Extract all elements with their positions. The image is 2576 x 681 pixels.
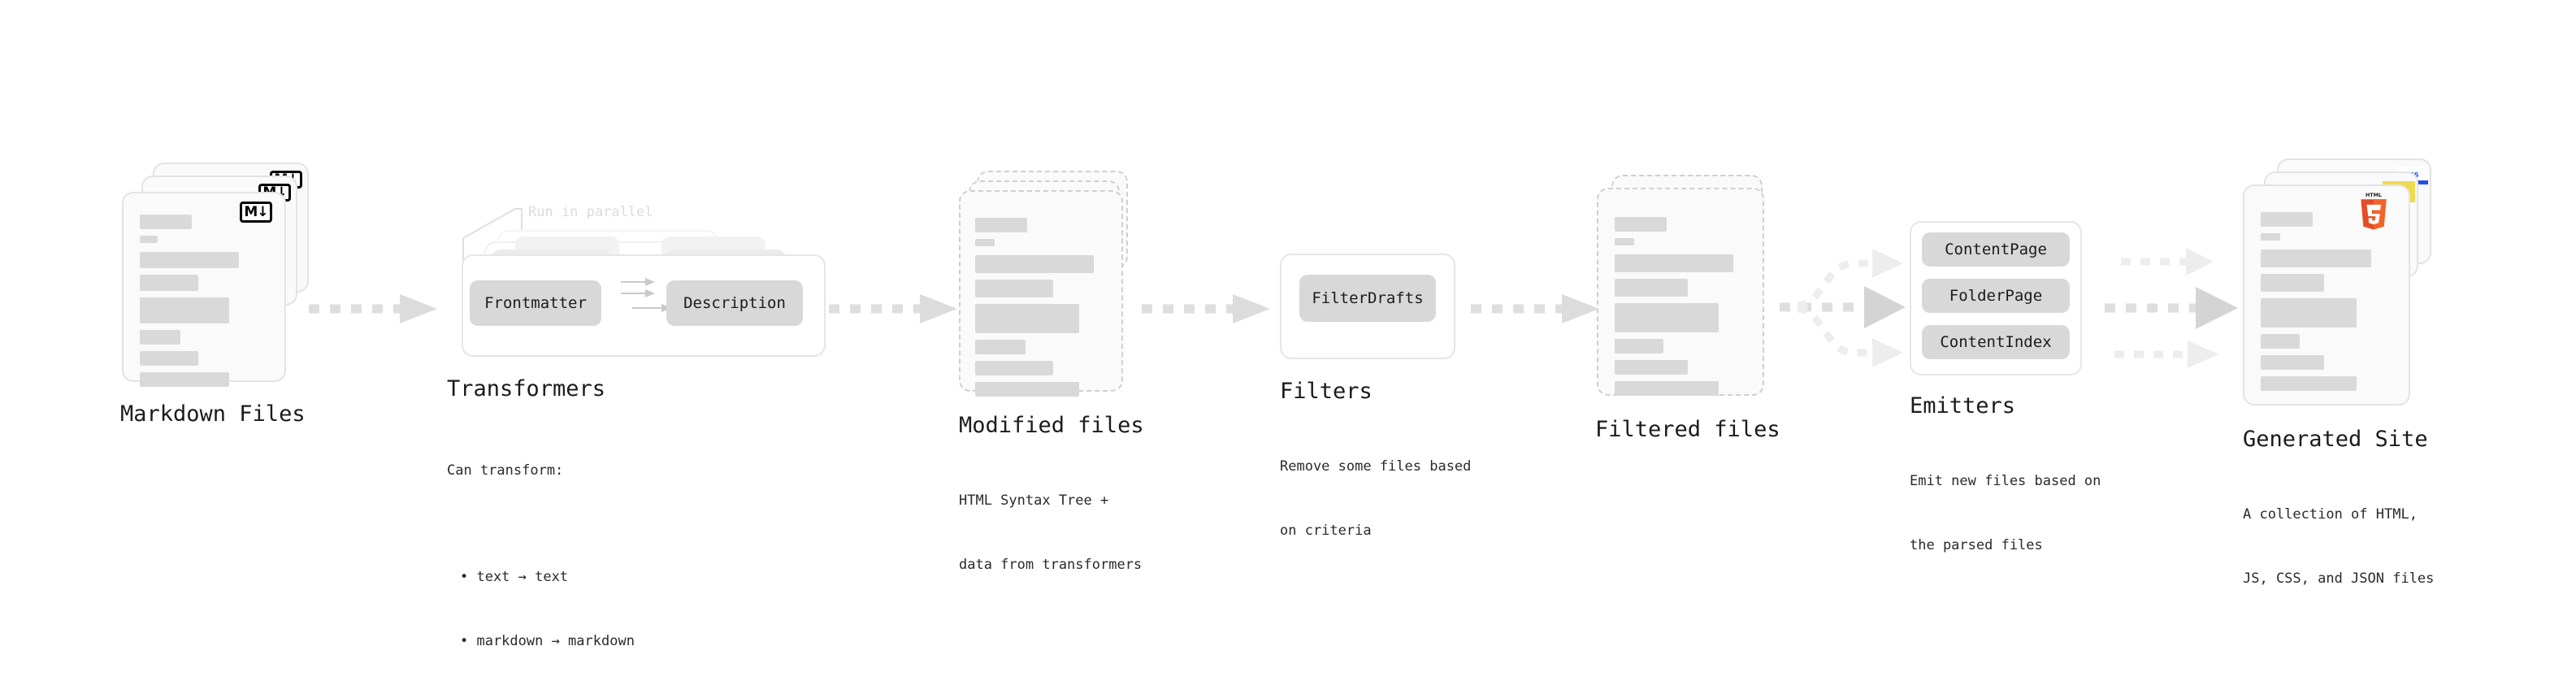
stage-title-filters: Filters [1280,379,1373,404]
skeleton-line [140,351,198,366]
skeleton-line [1615,238,1634,245]
caption-line: the parsed files [1910,536,2043,553]
connector-arrow-3 [1142,294,1270,323]
caption-line: Can transform: [447,462,564,479]
skeleton-line [975,280,1053,297]
card-front [1597,188,1764,396]
skeleton-line [1615,254,1733,272]
caption-line: data from transformers [959,556,1143,573]
skeleton-line [2261,274,2324,292]
skeleton-line [975,218,1027,232]
skeleton-line [2261,376,2357,391]
emitters-caption: Emit new files based on the parsed files [1910,427,2101,599]
caption-line: JS, CSS, and JSON files [2243,570,2435,587]
pill-contentindex-label: ContentIndex [1940,333,2052,351]
skeleton-line [140,330,180,345]
skeleton-line [2261,249,2371,267]
skeleton-line [140,236,158,243]
bullet-item: • markdown → markdown [460,633,635,650]
skeleton-line [1615,360,1688,375]
pill-description[interactable]: Description [666,280,803,326]
stage-title-emitters: Emitters [1910,393,2016,419]
html5-icon: HTML [2361,193,2387,230]
modified-files-caption: HTML Syntax Tree + data from transformer… [959,447,1142,618]
skeleton-line [975,361,1053,375]
bullet-item: • text → text [460,569,569,586]
caption-line: Remove some files based [1280,458,1472,475]
run-in-parallel-label: Run in parallel [528,204,653,220]
markdown-card-stack: M↓ M↓ M↓ [122,163,309,431]
skeleton-line [975,255,1094,273]
pill-frontmatter-label: Frontmatter [484,294,587,312]
pill-contentpage[interactable]: ContentPage [1922,232,2070,267]
pill-folderpage[interactable]: FolderPage [1922,279,2070,313]
skeleton-line [2261,233,2280,241]
skeleton-line [140,215,192,229]
skeleton-line [2261,355,2324,370]
card-front [122,192,286,387]
skeleton-line [2261,212,2313,227]
stage-markdown-files: M↓ M↓ M↓ Markdown Files [120,163,309,431]
transformers-caption: Can transform: • text → text • markdown … [447,417,635,681]
skeleton-line [140,372,229,387]
skeleton-line [140,275,198,291]
skeleton-line [1615,339,1663,354]
markdown-icon: M↓ [240,202,272,223]
pill-contentpage-label: ContentPage [1945,241,2047,258]
card-front [959,190,1123,397]
skeleton-line [975,304,1079,333]
stage-title-transformers: Transformers [447,376,606,401]
caption-line: HTML Syntax Tree + [959,492,1109,509]
filters-caption: Remove some files based on criteria [1280,413,1471,584]
skeleton-line [1615,217,1667,232]
pill-filterdrafts[interactable]: FilterDrafts [1299,275,1436,322]
pill-folderpage-label: FolderPage [1949,287,2043,305]
stage-title-generated-site: Generated Site [2243,427,2428,452]
filtered-card-stack [1597,175,1784,435]
stage-title-markdown-files: Markdown Files [120,401,306,427]
pill-frontmatter[interactable]: Frontmatter [470,280,601,326]
caption-line: on criteria [1280,522,1372,539]
connector-arrow-1 [309,294,437,323]
modified-card-stack [959,171,1146,431]
skeleton-line [2261,298,2357,327]
connector-arrow-4 [1471,294,1599,323]
svg-text:HTML: HTML [2366,193,2382,198]
run-in-parallel-leader [462,208,523,272]
stage-generated-site: CSS HTML Genera [2243,158,2438,587]
stage-title-filtered-files: Filtered files [1595,417,1780,442]
skeleton-line [140,252,239,268]
generated-card-stack: CSS HTML [2243,158,2438,435]
skeleton-line [1615,381,1719,396]
skeleton-line [1615,279,1688,297]
caption-line: A collection of HTML, [2243,505,2418,523]
connector-arrow-5-branching [1780,249,1906,367]
generated-site-caption: A collection of HTML, JS, CSS, and JSON … [2243,461,2434,632]
pill-contentindex[interactable]: ContentIndex [1922,325,2070,359]
connector-arrow-2 [829,294,957,323]
skeleton-line [140,297,229,323]
stage-title-modified-files: Modified files [959,413,1144,438]
skeleton-line [975,382,1079,397]
pill-filterdrafts-label: FilterDrafts [1312,289,1424,307]
pill-description-label: Description [683,294,786,312]
caption-line: Emit new files based on [1910,472,2101,489]
skeleton-line [975,340,1026,354]
skeleton-line [1615,303,1719,332]
stage-filtered-files: Filtered files [1595,175,1784,442]
connector-arrow-6-triple [2105,248,2238,368]
skeleton-line [975,239,995,246]
skeleton-line [2261,334,2300,349]
stage-modified-files: Modified files HTML Syntax Tree + data f… [959,171,1146,573]
